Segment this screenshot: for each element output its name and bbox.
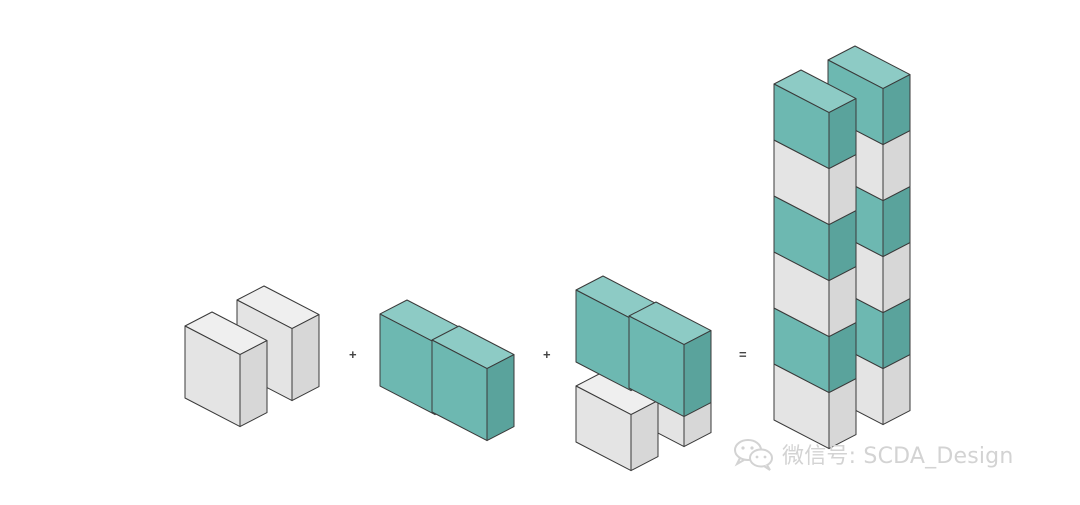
step-4-tower-result	[773, 45, 911, 450]
grey-slab-front-front	[184, 325, 241, 428]
step-3-stacked-module	[575, 275, 712, 472]
plus-operator-2: +	[543, 347, 551, 362]
teal-slab-right	[431, 325, 515, 442]
watermark: 微信号: SCDA_Design	[732, 436, 1014, 472]
plus-operator-1: +	[349, 347, 357, 362]
module-teal-right	[628, 301, 712, 418]
grey-slab-front-side	[239, 340, 268, 428]
equals-operator: =	[739, 347, 747, 362]
grey-slab-front	[184, 311, 268, 428]
module-grey-front-front	[575, 385, 632, 472]
watermark-text: 微信号: SCDA_Design	[782, 444, 1014, 469]
module-teal-right-side	[683, 330, 712, 418]
teal-slab-right-side	[486, 354, 515, 442]
tower-level-6-back	[827, 45, 911, 146]
module-teal-right-front	[628, 315, 685, 418]
step-2-teal-slabs	[379, 299, 515, 442]
wechat-icon	[734, 439, 773, 471]
tower-level-6-front	[773, 69, 857, 170]
teal-slab-right-front	[431, 339, 488, 442]
step-1-grey-slabs	[184, 285, 320, 428]
tower-level-6-front-front	[773, 83, 830, 170]
grey-slab-back-side	[291, 314, 320, 402]
